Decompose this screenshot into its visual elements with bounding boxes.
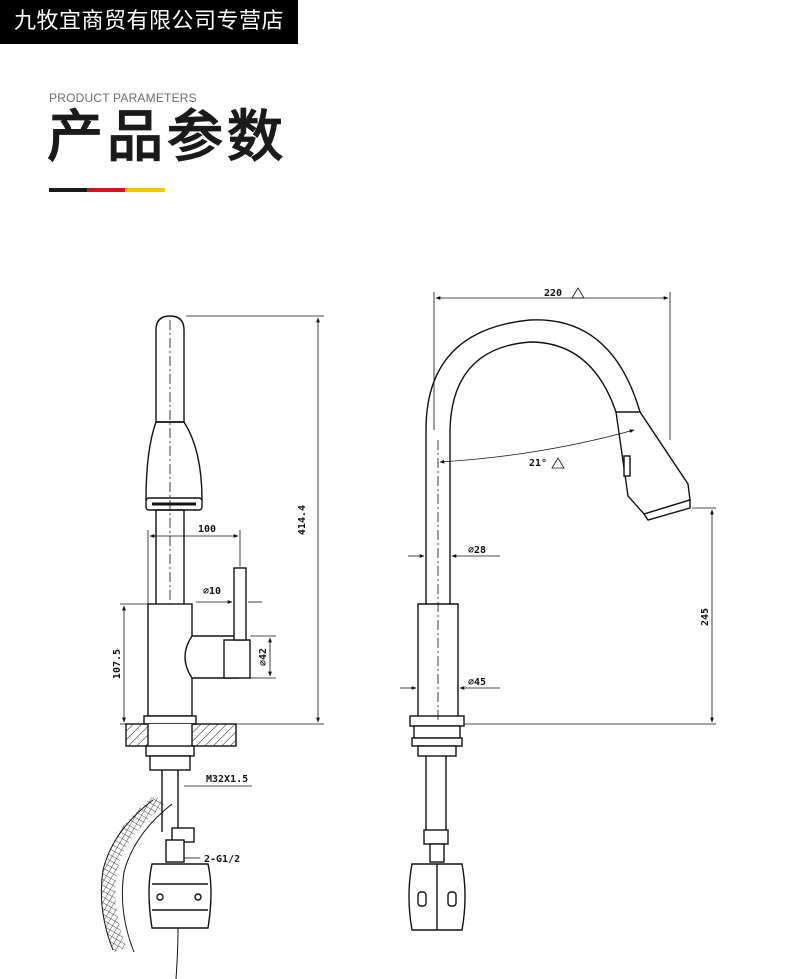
side-dimensions — [400, 287, 716, 725]
front-braided-hose — [101, 794, 165, 953]
front-dimensions — [120, 315, 324, 859]
side-mount-shank — [417, 745, 457, 757]
warning-icon-reach — [571, 287, 585, 299]
accent-bar-red — [87, 188, 125, 192]
label-outlet-height: 245 — [700, 608, 711, 626]
side-arc-outer — [417, 319, 641, 720]
front-handle-lever — [233, 567, 247, 641]
label-base: 107.5 — [112, 649, 123, 679]
label-angle: 21° — [529, 458, 547, 469]
side-spray-button — [623, 455, 631, 477]
side-view — [408, 319, 691, 931]
label-upper-tube: ⌀28 — [468, 545, 486, 556]
front-counterweight — [148, 863, 212, 929]
label-body: ⌀42 — [258, 648, 269, 666]
side-lock-nut — [413, 725, 461, 739]
front-outlet-hose — [175, 927, 179, 979]
accent-bar-black — [49, 188, 87, 192]
front-coupling — [165, 839, 185, 863]
front-view — [100, 315, 251, 979]
label-handle: ⌀10 — [203, 586, 221, 597]
warning-icon-angle — [551, 457, 565, 469]
label-spout: 100 — [198, 524, 216, 535]
section-title: 产品参数 — [47, 105, 287, 170]
front-handle-cap — [223, 639, 251, 679]
accent-bar-yellow — [125, 188, 165, 192]
front-base-flange — [143, 715, 197, 725]
front-upper-rod — [155, 315, 185, 423]
label-lower-tube: ⌀45 — [468, 677, 486, 688]
side-base-flange — [409, 715, 465, 727]
side-coupling — [429, 843, 445, 863]
label-thread: M32X1.5 — [206, 774, 248, 785]
shop-name-banner: 九牧宜商贸有限公司专营店 — [0, 0, 298, 44]
label-height: 414.4 — [297, 505, 308, 535]
section-subtitle: PRODUCT PARAMETERS — [49, 91, 197, 105]
dim-arc-angle — [439, 429, 635, 464]
front-mount-shank — [149, 755, 191, 771]
label-reach: 220 — [544, 288, 562, 299]
label-inlet: 2-G1/2 — [204, 854, 240, 865]
front-lock-nut — [145, 745, 195, 757]
side-arc-inner — [449, 341, 617, 720]
front-spray-head — [145, 421, 203, 501]
